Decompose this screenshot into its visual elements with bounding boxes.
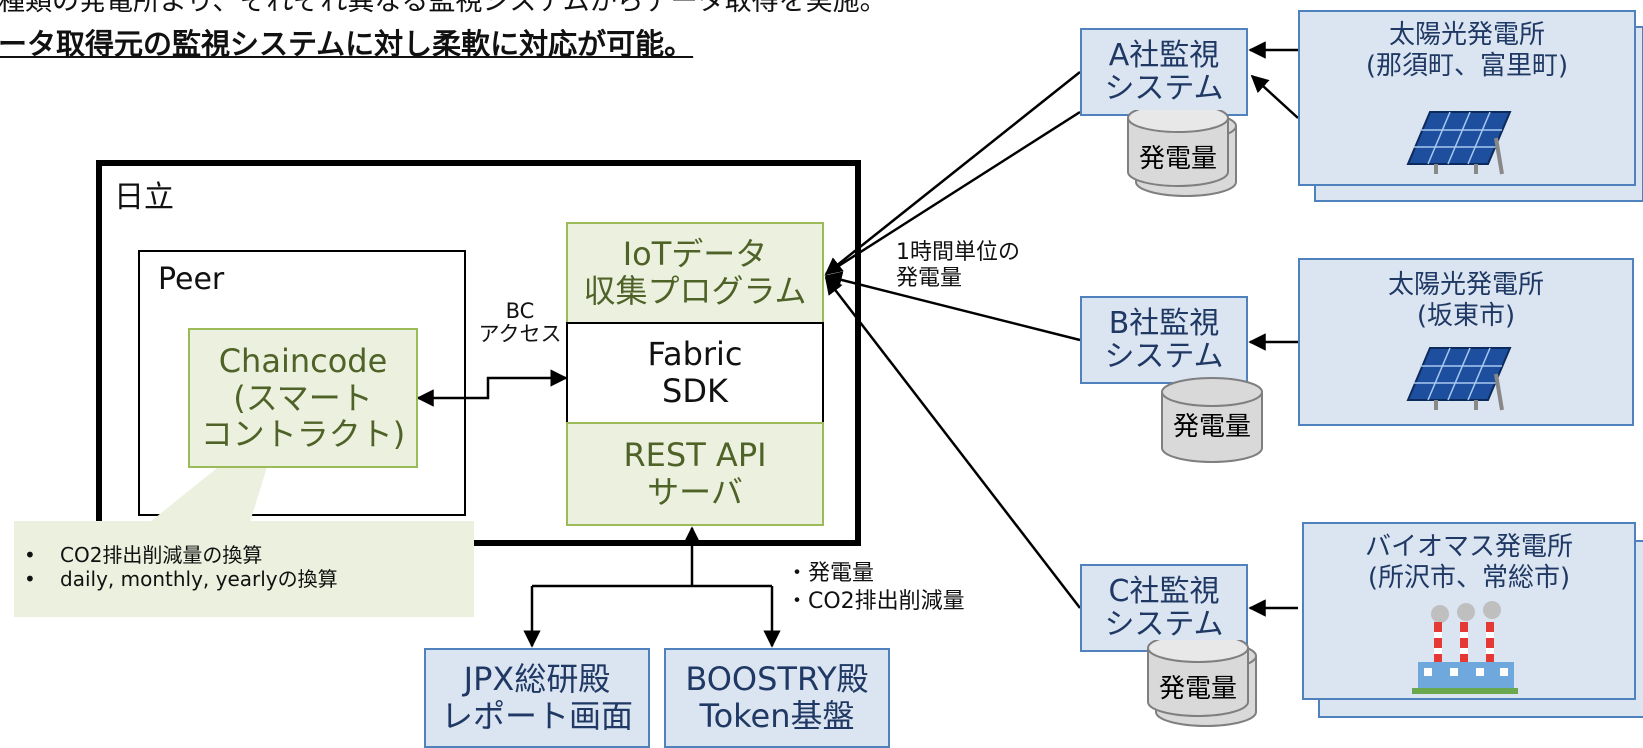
output-label: ・発電量 ・CO2排出削減量 (786, 561, 965, 614)
note-box: •CO2排出削減量の換算 •daily, monthly, yearlyの換算 (14, 521, 474, 617)
monitor-a-arrow (824, 71, 1081, 276)
plant-a-arrow-2 (1250, 74, 1299, 119)
hitachi-container (96, 160, 861, 546)
monitor-c-arrow (824, 276, 1081, 609)
fabric-sdk-box: Fabric SDK (566, 322, 824, 424)
chaincode-box: Chaincode (スマート コントラクト) (188, 328, 418, 468)
note-item: daily, monthly, yearlyの換算 (60, 567, 338, 591)
monitor-c-db-label: 発電量 (1158, 673, 1237, 704)
header-line1: 種類の発電所より、それぞれ異なる監視システムからデータ取得を実施。 (0, 0, 887, 17)
plant-b-card: 太陽光発電所 (坂東市) (1298, 258, 1634, 426)
peer-label: Peer (158, 262, 225, 297)
monitor-b-arrow (824, 271, 1081, 342)
chaincode-line2: (スマート (233, 378, 373, 417)
consumer-boostry: BOOSTRY殿 Token基盤 (664, 648, 890, 748)
chaincode-line1: Chaincode (218, 341, 388, 380)
factory-icon (1412, 601, 1518, 694)
plant-a-card: 太陽光発電所 (那須町、富里町) (1298, 10, 1636, 186)
solar-panel-icon (1406, 347, 1512, 411)
database-icon (1161, 377, 1263, 463)
bc-access-label: BC アクセス (478, 299, 562, 347)
monitor-b-box: B社監視 システム (1080, 296, 1248, 384)
header-line2: ータ取得元の監視システムに対し柔軟に対応が可能。 (0, 27, 694, 61)
monitor-b-db-label: 発電量 (1172, 411, 1251, 442)
database-icon (1147, 640, 1257, 727)
database-icon (1127, 110, 1237, 197)
monitor-c-box: C社監視 システム (1080, 564, 1248, 652)
plant-c-card: バイオマス発電所 (所沢市、常総市) (1302, 522, 1636, 700)
hitachi-label: 日立 (114, 180, 174, 215)
monitor-a-db-label: 発電量 (1138, 143, 1217, 174)
rest-api-box: REST API サーバ (566, 422, 824, 526)
bc-access-arrow (416, 369, 568, 407)
peer-container (138, 250, 466, 516)
chaincode-line3: コントラクト) (200, 415, 406, 454)
consumer-jpx: JPX総研殿 レポート画面 (424, 648, 650, 748)
iot-program-box: IoTデータ 収集プログラム (566, 222, 824, 324)
monitor-a-box: A社監視 システム (1080, 28, 1248, 116)
note-item: CO2排出削減量の換算 (60, 543, 263, 567)
solar-panel-icon (1406, 111, 1512, 175)
hourly-label: 1時間単位の 発電量 (896, 240, 1020, 292)
